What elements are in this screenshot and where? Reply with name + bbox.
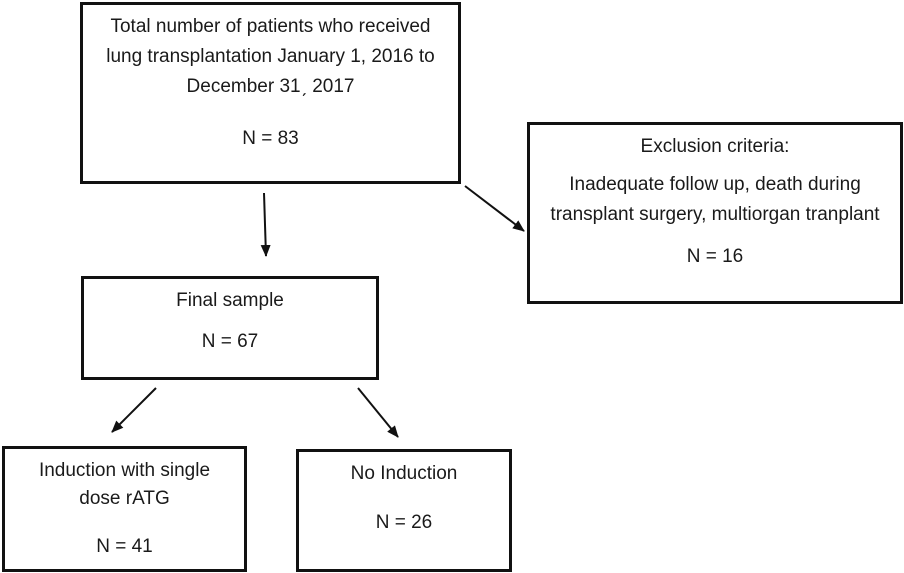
no-induction-title: No Induction <box>350 463 458 484</box>
total-line-2: lung transplantation January 1, 2016 to <box>106 46 435 67</box>
no-induction-box: No Induction N = 26 <box>296 449 512 572</box>
arrow-total-to-exclusion <box>464 185 525 232</box>
arrow-final-to-induction <box>111 387 157 433</box>
arrow-final-to-no-induction <box>357 387 399 438</box>
exclusion-criteria-box: Exclusion criteria: Inadequate follow up… <box>527 122 903 304</box>
induction-box: Induction with single dose rATG N = 41 <box>2 446 247 572</box>
exclusion-count: N = 16 <box>686 246 744 267</box>
induction-line-2: dose rATG <box>79 488 170 509</box>
induction-count: N = 41 <box>96 536 153 557</box>
total-patients-box: Total number of patients who received lu… <box>80 2 461 184</box>
exclusion-line-2: transplant surgery, multiorgan tranplant <box>550 204 880 225</box>
arrow-total-to-final <box>260 192 271 257</box>
induction-line-1: Induction with single <box>38 460 211 481</box>
total-count: N = 83 <box>242 128 299 149</box>
final-sample-box: Final sample N = 67 <box>81 276 379 380</box>
exclusion-title: Exclusion criteria: <box>640 136 790 157</box>
final-sample-title: Final sample <box>176 290 284 311</box>
no-induction-count: N = 26 <box>375 512 433 533</box>
total-line-3: December 31ˏ 2017 <box>186 76 355 97</box>
final-sample-count: N = 67 <box>201 331 259 352</box>
exclusion-line-1: Inadequate follow up, death during <box>569 174 861 195</box>
total-line-1: Total number of patients who received <box>110 16 431 37</box>
